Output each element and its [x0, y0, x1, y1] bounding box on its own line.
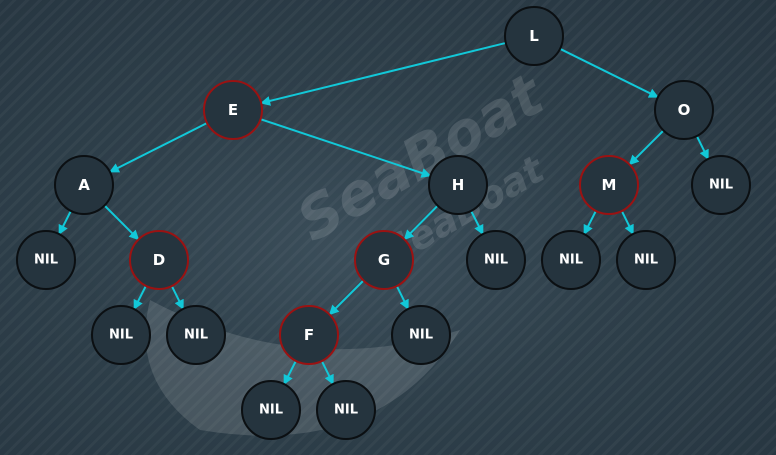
tree-node-M: M	[579, 155, 639, 215]
tree-node-nilA: NIL	[16, 230, 76, 290]
node-label-nilD1: NIL	[109, 328, 133, 343]
node-circle-nilM2	[616, 230, 676, 290]
node-label-A: A	[78, 176, 90, 194]
node-circle-O	[654, 80, 714, 140]
node-circle-G	[354, 230, 414, 290]
tree-node-nilF1: NIL	[241, 380, 301, 440]
tree-node-nilD2: NIL	[166, 305, 226, 365]
node-circle-nilD1	[91, 305, 151, 365]
node-label-E: E	[228, 101, 238, 119]
node-label-nilM1: NIL	[559, 253, 583, 268]
edge-O-to-M	[628, 129, 665, 166]
node-label-nilA: NIL	[34, 253, 58, 268]
edge-H-to-nilH	[470, 210, 484, 236]
tree-node-D: D	[129, 230, 189, 290]
node-label-nilO: NIL	[709, 178, 733, 193]
tree-node-nilG: NIL	[391, 305, 451, 365]
node-label-nilF1: NIL	[259, 403, 283, 418]
tree-node-nilH: NIL	[466, 230, 526, 290]
node-label-nilD2: NIL	[184, 328, 208, 343]
node-circle-nilO	[691, 155, 751, 215]
node-label-nilH: NIL	[484, 253, 508, 268]
tree-node-nilD1: NIL	[91, 305, 151, 365]
node-label-O: O	[678, 101, 691, 119]
node-label-M: M	[602, 176, 617, 194]
node-circle-nilH	[466, 230, 526, 290]
tree-node-nilM1: NIL	[541, 230, 601, 290]
node-circle-nilD2	[166, 305, 226, 365]
tree-node-L: L	[504, 6, 564, 66]
node-circle-nilF2	[316, 380, 376, 440]
edge-F-to-nilF2	[320, 360, 334, 385]
edge-A-to-D	[103, 204, 140, 241]
tree-node-nilF2: NIL	[316, 380, 376, 440]
tree-node-O: O	[654, 80, 714, 140]
node-circle-E	[203, 80, 263, 140]
tree-node-F: F	[279, 305, 339, 365]
tree-node-E: E	[203, 80, 263, 140]
edge-G-to-F	[328, 279, 365, 316]
node-label-L: L	[529, 27, 539, 45]
node-circle-H	[428, 155, 488, 215]
edge-E-to-A	[109, 122, 208, 173]
node-label-nilM2: NIL	[634, 253, 658, 268]
tree-node-G: G	[354, 230, 414, 290]
tree-node-H: H	[428, 155, 488, 215]
nodes-layer: L E O A H M NIL NIL D G NIL NIL NIL NIL NIL F NIL NIL NIL	[16, 6, 751, 440]
node-circle-nilM1	[541, 230, 601, 290]
edge-O-to-nilO	[695, 135, 709, 160]
node-circle-M	[579, 155, 639, 215]
node-label-D: D	[153, 251, 165, 269]
node-label-H: H	[452, 176, 465, 194]
node-circle-L	[504, 6, 564, 66]
edge-H-to-G	[403, 204, 439, 241]
edge-M-to-nilM2	[620, 210, 634, 235]
edge-L-to-E	[260, 41, 507, 106]
tree-node-nilO: NIL	[691, 155, 751, 215]
edge-A-to-nilA	[58, 210, 72, 236]
tree-node-nilM2: NIL	[616, 230, 676, 290]
edge-L-to-O	[559, 47, 659, 98]
node-circle-A	[54, 155, 114, 215]
node-label-nilG: NIL	[409, 328, 433, 343]
edges-layer	[58, 41, 709, 386]
edge-G-to-nilG	[395, 285, 409, 310]
node-circle-F	[279, 305, 339, 365]
node-label-F: F	[304, 326, 314, 344]
node-circle-D	[129, 230, 189, 290]
edge-E-to-H	[260, 118, 432, 178]
node-circle-nilA	[16, 230, 76, 290]
node-circle-nilF1	[241, 380, 301, 440]
node-label-G: G	[378, 251, 390, 269]
node-circle-nilG	[391, 305, 451, 365]
tree-node-A: A	[54, 155, 114, 215]
edge-M-to-nilM1	[583, 210, 597, 236]
edge-D-to-nilD2	[170, 285, 184, 310]
edge-F-to-nilF1	[283, 360, 297, 386]
node-label-nilF2: NIL	[334, 403, 358, 418]
edge-D-to-nilD1	[133, 285, 147, 311]
